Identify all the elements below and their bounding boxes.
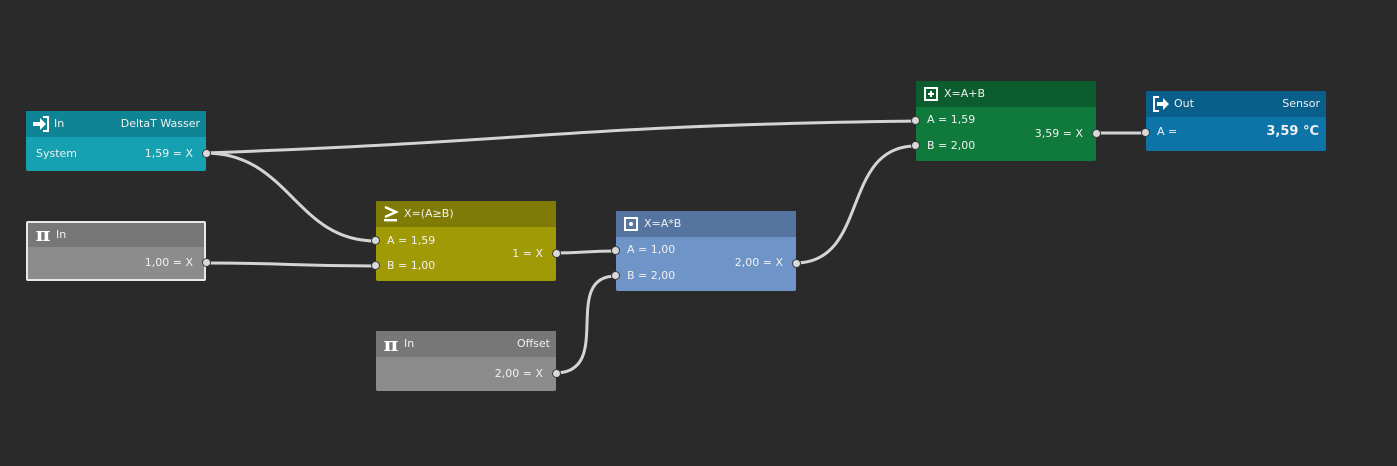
- output-port[interactable]: [202, 149, 211, 158]
- output-value: 2,00 = X: [734, 256, 783, 269]
- node-row: 1,00 = X: [28, 247, 211, 279]
- input-a-label: A = 1,00: [627, 243, 676, 256]
- input-row-a: A = 1,00: [611, 237, 796, 263]
- node-kind: In: [54, 117, 65, 130]
- input-a-label: A = 1,59: [387, 234, 436, 247]
- output-port[interactable]: [1092, 129, 1101, 138]
- node-formula: X=A*B: [644, 217, 682, 230]
- input-port-a[interactable]: [1141, 128, 1150, 137]
- node-header[interactable]: π In: [28, 223, 204, 247]
- node-kind: In: [56, 228, 67, 241]
- node-row: System 1,59 = X: [26, 137, 211, 171]
- wire-offset-to-multiply-b: [553, 274, 618, 375]
- input-b-label: B = 2,00: [627, 269, 676, 282]
- node-multiply[interactable]: X=A*B A = 1,00 B = 2,00 2,00 = X: [611, 211, 801, 291]
- output-value: 1 = X: [512, 247, 543, 260]
- pi-icon: π: [383, 332, 399, 356]
- wire-delta-to-add-a: [203, 119, 918, 155]
- input-row-b: B = 1,00: [371, 254, 556, 281]
- node-formula: X=(A≥B): [404, 207, 454, 220]
- input-row-a: A = 1,59: [911, 107, 1096, 133]
- output-value: 2,00 = X: [494, 367, 543, 380]
- greater-equal-icon: [382, 205, 400, 223]
- output-value: 3,59 = X: [1034, 127, 1083, 140]
- node-sensor-output[interactable]: Out Sensor A = 3,59 °C: [1141, 91, 1326, 151]
- sensor-value: 3,59 °C: [1266, 124, 1319, 139]
- node-compare[interactable]: X=(A≥B) A = 1,59 B = 1,00 1 = X: [371, 201, 561, 281]
- output-value: 1,00 = X: [144, 256, 193, 269]
- input-b-label: B = 2,00: [927, 139, 976, 152]
- wire-multiply-to-add-b: [793, 144, 918, 265]
- pi-icon: π: [35, 222, 51, 246]
- login-arrow-icon: [32, 115, 50, 133]
- input-port-a[interactable]: [911, 116, 920, 125]
- output-port[interactable]: [792, 259, 801, 268]
- input-port-b[interactable]: [911, 141, 920, 150]
- node-kind: Out: [1174, 97, 1194, 110]
- output-port[interactable]: [202, 258, 211, 267]
- input-b-label: B = 1,00: [387, 259, 436, 272]
- wire-compare-to-multiply-a: [553, 249, 618, 255]
- node-header[interactable]: X=(A≥B): [376, 201, 556, 227]
- input-row-b: B = 2,00: [911, 133, 1096, 159]
- node-offset-input[interactable]: π In Offset 2,00 = X: [376, 331, 561, 391]
- node-header[interactable]: In DeltaT Wasser: [26, 111, 206, 137]
- node-header[interactable]: Out Sensor: [1146, 91, 1326, 117]
- wire-delta-to-compare-a: [203, 151, 378, 243]
- input-row-b: B = 2,00: [611, 263, 796, 289]
- node-header[interactable]: X=A+B: [916, 81, 1096, 107]
- wire-const-to-compare-b: [203, 261, 378, 268]
- node-name: Sensor: [1282, 97, 1320, 110]
- plus-box-icon: [922, 85, 940, 103]
- node-header[interactable]: π In Offset: [376, 331, 556, 357]
- node-formula: X=A+B: [944, 87, 986, 100]
- input-row-a: A = 3,59 °C: [1141, 117, 1326, 147]
- output-port[interactable]: [552, 369, 561, 378]
- input-a-label: A =: [1157, 125, 1178, 138]
- node-row: 2,00 = X: [376, 357, 561, 391]
- dot-box-icon: [622, 215, 640, 233]
- input-a-label: A = 1,59: [927, 113, 976, 126]
- node-deltat-input[interactable]: In DeltaT Wasser System 1,59 = X: [26, 111, 211, 171]
- input-port-b[interactable]: [611, 271, 620, 280]
- input-port-b[interactable]: [371, 261, 380, 270]
- output-value: 1,59 = X: [144, 147, 193, 160]
- node-constant-input[interactable]: π In 1,00 = X: [26, 221, 211, 281]
- input-port-a[interactable]: [611, 246, 620, 255]
- input-port-a[interactable]: [371, 236, 380, 245]
- row-label: System: [36, 147, 78, 160]
- node-header[interactable]: X=A*B: [616, 211, 796, 237]
- node-name: Offset: [516, 337, 550, 350]
- input-row-a: A = 1,59: [371, 227, 556, 254]
- node-kind: In: [404, 337, 415, 350]
- node-add[interactable]: X=A+B A = 1,59 B = 2,00 3,59 = X: [911, 81, 1101, 161]
- output-port[interactable]: [552, 249, 561, 258]
- node-name: DeltaT Wasser: [120, 117, 200, 130]
- logout-arrow-icon: [1152, 95, 1170, 113]
